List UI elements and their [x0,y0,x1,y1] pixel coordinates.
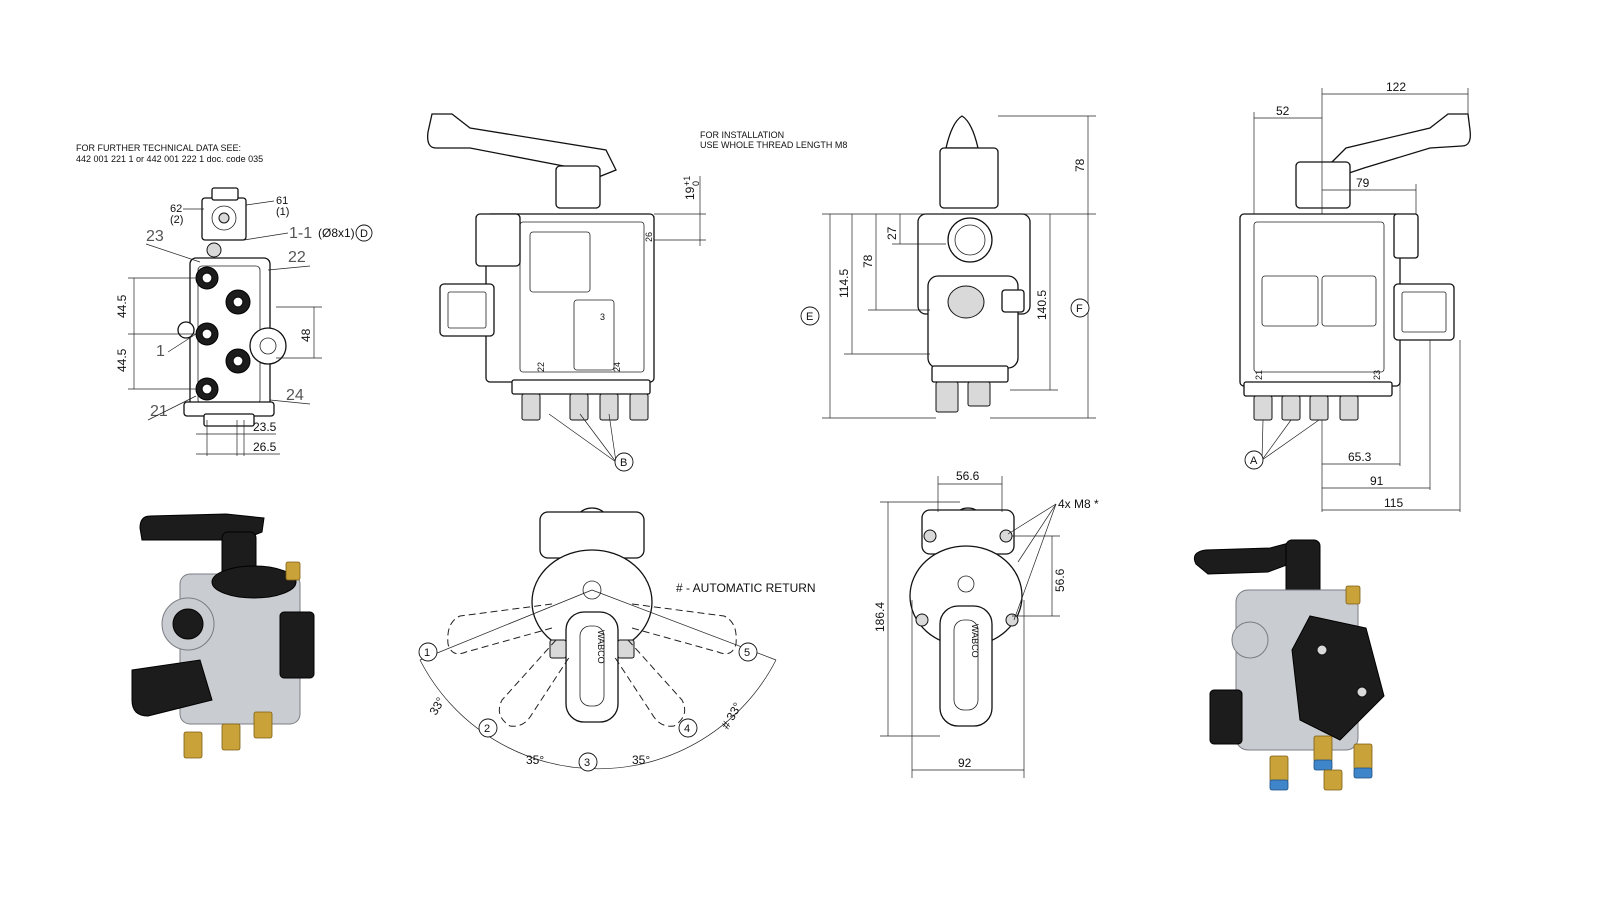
dim-56-6-side: 56.6 [1053,568,1067,592]
angle-35-left: 35° [526,753,544,767]
ref-d-label: D [360,228,368,240]
ref-b-label: B [620,457,627,469]
position-1-label: 1 [424,647,430,659]
dim-23-5: 23.5 [253,420,277,434]
dim-114-5: 114.5 [837,269,851,298]
port-23-label: 23 [146,228,164,245]
port-62-label: 62 [170,203,182,215]
tech-data-note-line2: 442 001 221 1 or 442 001 222 1 doc. code… [76,154,263,164]
dim-78-top: 78 [1073,158,1087,172]
dim-122: 122 [1386,80,1406,94]
dim-27: 27 [885,226,899,240]
position-3-label: 3 [584,757,590,769]
tech-data-note-line1: FOR FURTHER TECHNICAL DATA SEE: [76,143,241,153]
position-2-label: 2 [484,723,490,735]
dim-56-6-top: 56.6 [956,469,980,483]
dim-19-tol-lower: 0 [691,181,701,186]
dim-79: 79 [1356,176,1370,190]
mark-21: 21 [1254,370,1264,380]
brand-label-top-view: WABCO [596,630,606,664]
position-5-label: 5 [744,647,750,659]
port-1-1-label: 1-1 [289,225,312,242]
view-side: 78 F 140.5 E 114.5 78 27 [800,115,1096,419]
view-port-side: FOR FURTHER TECHNICAL DATA SEE: 442 001 … [76,143,373,456]
dim-186-4: 186.4 [873,602,887,632]
dim-26-5: 26.5 [253,440,277,454]
angle-35-right: 35° [632,753,650,767]
dim-140-5: 140.5 [1035,290,1049,320]
thread-label: (Ø8x1) [318,226,355,240]
view-front: 3 22 24 26 FOR INSTALLATION USE WHOLE TH… [427,113,847,472]
port-61-label: 61 [276,195,288,207]
view-top-mounting: WABCO 56.6 4x M8 * 56.6 186.4 92 [873,469,1099,778]
port-62-sub-label: (2) [170,214,183,226]
install-note-line2: USE WHOLE THREAD LENGTH M8 [700,140,847,150]
dim-78-mid: 78 [861,254,875,268]
position-4-label: 4 [684,723,690,735]
install-note-line1: FOR INSTALLATION [700,130,784,140]
dim-44-5-top: 44.5 [115,294,129,318]
mount-threads-note: 4x M8 * [1058,497,1099,511]
dim-52: 52 [1276,104,1290,118]
port-1-label: 1 [156,343,165,360]
brand-label-mounting-view: WABCO [970,624,980,658]
port-61-sub-label: (1) [276,206,289,218]
dim-48: 48 [299,328,313,342]
ref-f-label: F [1076,303,1083,315]
dim-91: 91 [1370,474,1384,488]
mark-23: 23 [1372,370,1382,380]
auto-return-note: # - AUTOMATIC RETURN [676,581,816,595]
ref-e-label: E [806,311,813,323]
angle-33-left: 33° [426,695,447,718]
dim-19: 19 [683,186,697,200]
mark-22: 22 [536,362,546,372]
view-rear: 21 23 122 52 79 65.3 91 115 A [1239,80,1471,512]
dim-19-tol-upper: +1 [682,176,692,186]
mark-3: 3 [600,312,605,322]
mark-24: 24 [612,362,622,372]
port-21-label: 21 [150,403,168,420]
angle-33-right: # 33° [718,700,744,732]
view-top-lever-positions: WABCO # - AUTOMATIC RETURN 1 2 3 4 5 33°… [418,507,816,772]
dim-115: 115 [1384,496,1403,510]
product-render-left [131,513,315,759]
dim-44-5-bottom: 44.5 [115,348,129,372]
dim-92: 92 [958,756,972,770]
port-24-label: 24 [286,387,304,404]
ref-a-label: A [1250,455,1258,467]
dim-65-3: 65.3 [1348,450,1372,464]
product-render-right [1193,539,1385,791]
port-22-label: 22 [288,249,306,266]
mark-26: 26 [644,232,654,242]
